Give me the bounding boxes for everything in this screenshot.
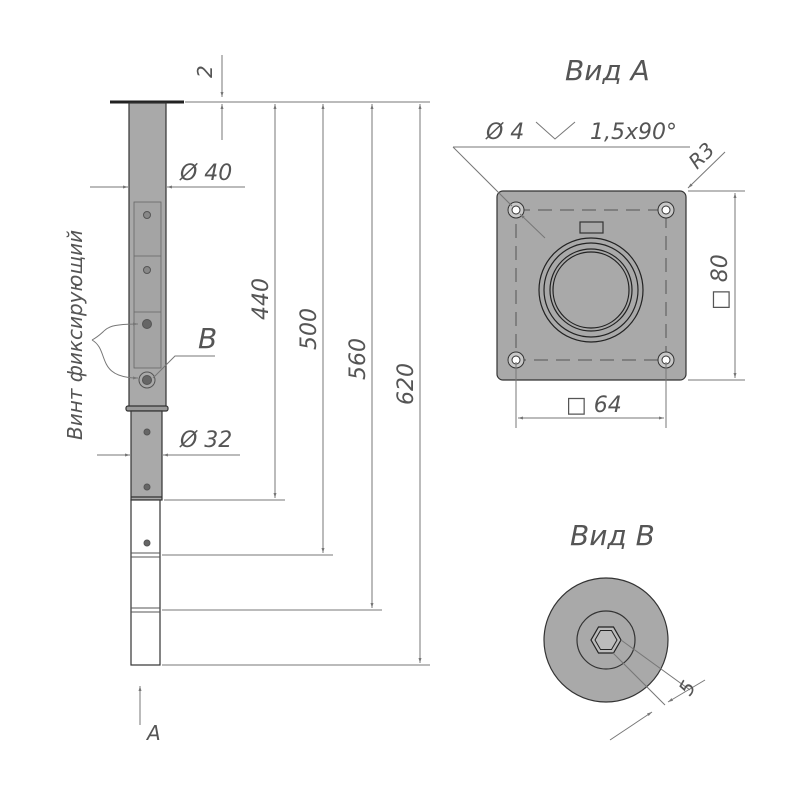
screw-holes [138, 211, 156, 547]
label-a: A [145, 721, 161, 745]
hole-pattern [515, 209, 667, 361]
dim-outer-size: □ 80 [708, 254, 733, 310]
hole-diameter-note: Ø 4 [485, 120, 524, 145]
view-a: Вид А Ø 4 1,5x90° R3 □ 80 □ 64 [452, 54, 745, 428]
dim-560: 560 [346, 338, 371, 380]
dim-lower-diameter: Ø 32 [179, 428, 232, 453]
dim-500: 500 [297, 308, 322, 350]
dim-620: 620 [394, 363, 419, 405]
dim-upper-diameter: Ø 40 [179, 161, 232, 186]
view-a-title: Вид А [565, 54, 650, 87]
side-dimensions: 2 Ø 40 Ø 32 440 500 560 620 B Винт фикси… [63, 55, 430, 745]
view-b-title: Вид В [570, 519, 655, 552]
collar [125, 405, 169, 412]
corner-radius: R3 [684, 138, 720, 174]
view-b: Вид В 5 [543, 519, 706, 741]
mounting-plate [496, 190, 687, 381]
lower-tube [130, 499, 161, 666]
tube-socket [538, 237, 644, 343]
countersink-symbol [535, 121, 576, 140]
dim-plate-thickness: 2 [193, 65, 217, 78]
dim-440: 440 [249, 278, 274, 320]
leg-side-view [110, 100, 184, 666]
insert-panel [133, 201, 162, 369]
dim-hole-spacing: □ 64 [566, 393, 622, 418]
label-b: B [198, 322, 217, 355]
label-fixing-screw: Винт фиксирующий [63, 230, 87, 440]
chamfer-note: 1,5x90° [590, 120, 677, 145]
